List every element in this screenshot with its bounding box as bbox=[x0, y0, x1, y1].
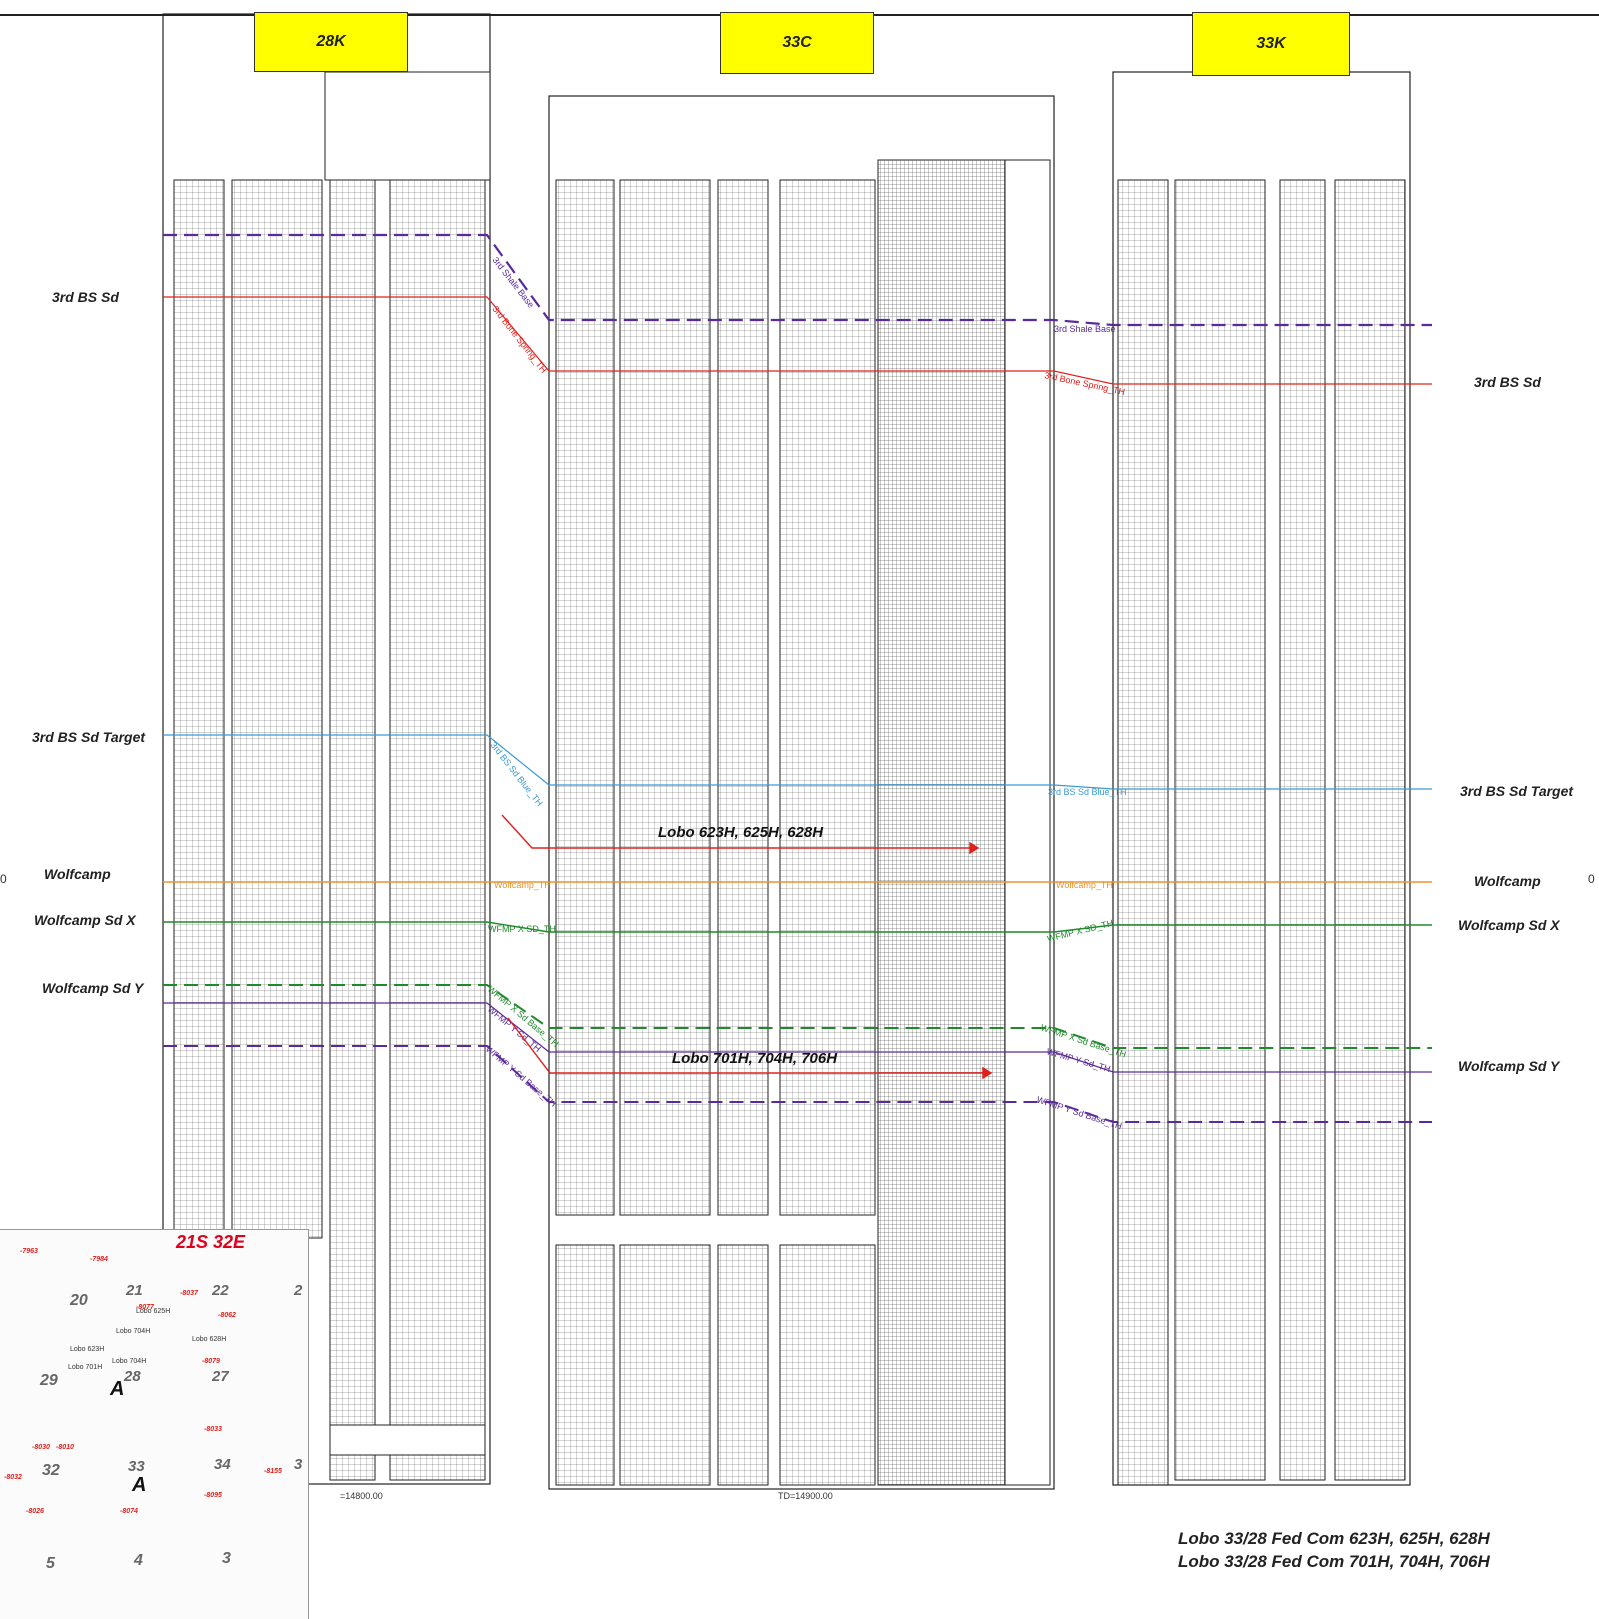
horizon-label-wolfcamp-left: Wolfcamp_TH bbox=[494, 880, 551, 890]
section-2: 2 bbox=[294, 1282, 303, 1299]
inset-well-label: Lobo 625H bbox=[136, 1308, 171, 1315]
horizon-wfmp-x-sd bbox=[163, 921, 1432, 933]
log-33c bbox=[548, 95, 1055, 1490]
right-label-wolfcamp: Wolfcamp bbox=[1474, 873, 1541, 889]
horizon-label-x-sd-right: WFMP X SD_TH bbox=[1046, 918, 1114, 944]
contour-label: -8074 bbox=[120, 1508, 138, 1515]
footer-line-1: Lobo 33/28 Fed Com 623H, 625H, 628H bbox=[1178, 1529, 1490, 1548]
well-label-33k: 33K bbox=[1192, 12, 1350, 76]
horizon-label-shale-base-left: 3rd Shale Base bbox=[490, 255, 536, 310]
section-28: 28 bbox=[124, 1368, 141, 1385]
contour-label: -8155 bbox=[264, 1468, 282, 1475]
contour-label: -8095 bbox=[204, 1492, 222, 1499]
left-label-wolfcamp-sd-x: Wolfcamp Sd X bbox=[34, 912, 136, 928]
right-label-3rd-bs-sd-target: 3rd BS Sd Target bbox=[1460, 783, 1574, 799]
section-21: 21 bbox=[126, 1282, 143, 1299]
horizon-3rd-bs-sd-blue bbox=[163, 734, 1432, 790]
section-4: 4 bbox=[134, 1552, 143, 1569]
right-label-3rd-bs-sd: 3rd BS Sd bbox=[1474, 374, 1541, 390]
horizon-label-wolfcamp-right: Wolfcamp_TH bbox=[1056, 880, 1113, 890]
left-label-3rd-bs-sd-target: 3rd BS Sd Target bbox=[32, 729, 146, 745]
contour-label: -8037 bbox=[180, 1290, 198, 1297]
section-27: 27 bbox=[212, 1368, 229, 1385]
inset-well-label: Lobo 628H bbox=[192, 1336, 227, 1343]
well-list-footer: Lobo 33/28 Fed Com 623H, 625H, 628H Lobo… bbox=[1178, 1527, 1490, 1573]
inset-well-label: Lobo 623H bbox=[70, 1346, 105, 1353]
contour-label: -8010 bbox=[56, 1444, 74, 1451]
section-29: 29 bbox=[40, 1372, 58, 1389]
contour-label: -7984 bbox=[90, 1256, 108, 1263]
right-edge-digit: 0 bbox=[1588, 872, 1595, 886]
contour-label: -7963 bbox=[20, 1248, 38, 1255]
inset-well-label: Lobo 704H bbox=[112, 1358, 147, 1365]
target-label-623: Lobo 623H, 625H, 628H bbox=[658, 824, 824, 841]
section-3-top: 3 bbox=[294, 1456, 303, 1473]
horizon-3rd-bone-spring bbox=[163, 296, 1432, 385]
section-22: 22 bbox=[212, 1282, 229, 1299]
section-20: 20 bbox=[70, 1292, 88, 1309]
contour-label: -8030 bbox=[32, 1444, 50, 1451]
contour-label: -8026 bbox=[26, 1508, 44, 1515]
right-label-wolfcamp-sd-y: Wolfcamp Sd Y bbox=[1458, 1058, 1560, 1074]
log-28k bbox=[162, 13, 491, 1485]
log-33k bbox=[1112, 71, 1411, 1486]
inset-well-label: Lobo 701H bbox=[68, 1364, 103, 1371]
contour-label: -8032 bbox=[4, 1474, 22, 1481]
horizon-label-bone-spring-left: 3rd Bone Spring_TH bbox=[490, 304, 548, 375]
right-label-wolfcamp-sd-x: Wolfcamp Sd X bbox=[1458, 917, 1560, 933]
contour-label: -8033 bbox=[204, 1426, 222, 1433]
inset-map-title: 21S 32E bbox=[176, 1232, 246, 1252]
horizon-wfmp-y-sd-base bbox=[163, 1045, 1432, 1123]
td-label-33c: TD=14900.00 bbox=[778, 1491, 833, 1501]
horizon-3rd-shale-base bbox=[163, 233, 1432, 327]
left-label-wolfcamp: Wolfcamp bbox=[44, 866, 111, 882]
left-edge-digit: 0 bbox=[0, 872, 7, 886]
section-5: 5 bbox=[46, 1555, 55, 1572]
contour-label: -8079 bbox=[202, 1358, 220, 1365]
section-3-bottom: 3 bbox=[222, 1550, 231, 1567]
cross-section-marker-a-prime: A bbox=[132, 1474, 147, 1496]
footer-line-2: Lobo 33/28 Fed Com 701H, 704H, 706H bbox=[1178, 1552, 1490, 1571]
left-label-wolfcamp-sd-y: Wolfcamp Sd Y bbox=[42, 980, 144, 996]
target-label-701: Lobo 701H, 704H, 706H bbox=[672, 1050, 838, 1067]
contour-label: -8077 bbox=[136, 1304, 154, 1311]
target-arrow-701 bbox=[507, 1017, 993, 1080]
section-34: 34 bbox=[214, 1456, 231, 1473]
target-arrow-623 bbox=[501, 814, 980, 855]
inset-well-label: Lobo 704H bbox=[116, 1328, 151, 1335]
section-33: 33 bbox=[128, 1458, 145, 1475]
horizon-wfmp-x-sd-base bbox=[163, 984, 1432, 1049]
horizon-wfmp-y-sd bbox=[163, 1002, 1432, 1073]
well-label-28k: 28K bbox=[254, 12, 408, 72]
td-label-28k: =14800.00 bbox=[340, 1491, 383, 1501]
inset-map: 21S 32E 20 21 22 2 29 28 27 32 33 34 3 5… bbox=[0, 1229, 309, 1619]
horizon-label-x-sd-left: WFMP X SD_TH bbox=[488, 924, 556, 934]
horizon-label-y-sd-base-left: WFMP Y Sd Base_TH bbox=[484, 1044, 559, 1109]
horizon-label-shale-base-right: 3rd Shale Base bbox=[1054, 324, 1116, 334]
left-label-3rd-bs-sd: 3rd BS Sd bbox=[52, 289, 119, 305]
contour-label: -8062 bbox=[218, 1312, 236, 1319]
cross-section-marker-a: A bbox=[110, 1378, 125, 1400]
section-32: 32 bbox=[42, 1462, 60, 1479]
well-label-33c: 33C bbox=[720, 12, 874, 74]
horizon-label-blue-right: 3rd BS Sd Blue_TH bbox=[1048, 787, 1127, 797]
